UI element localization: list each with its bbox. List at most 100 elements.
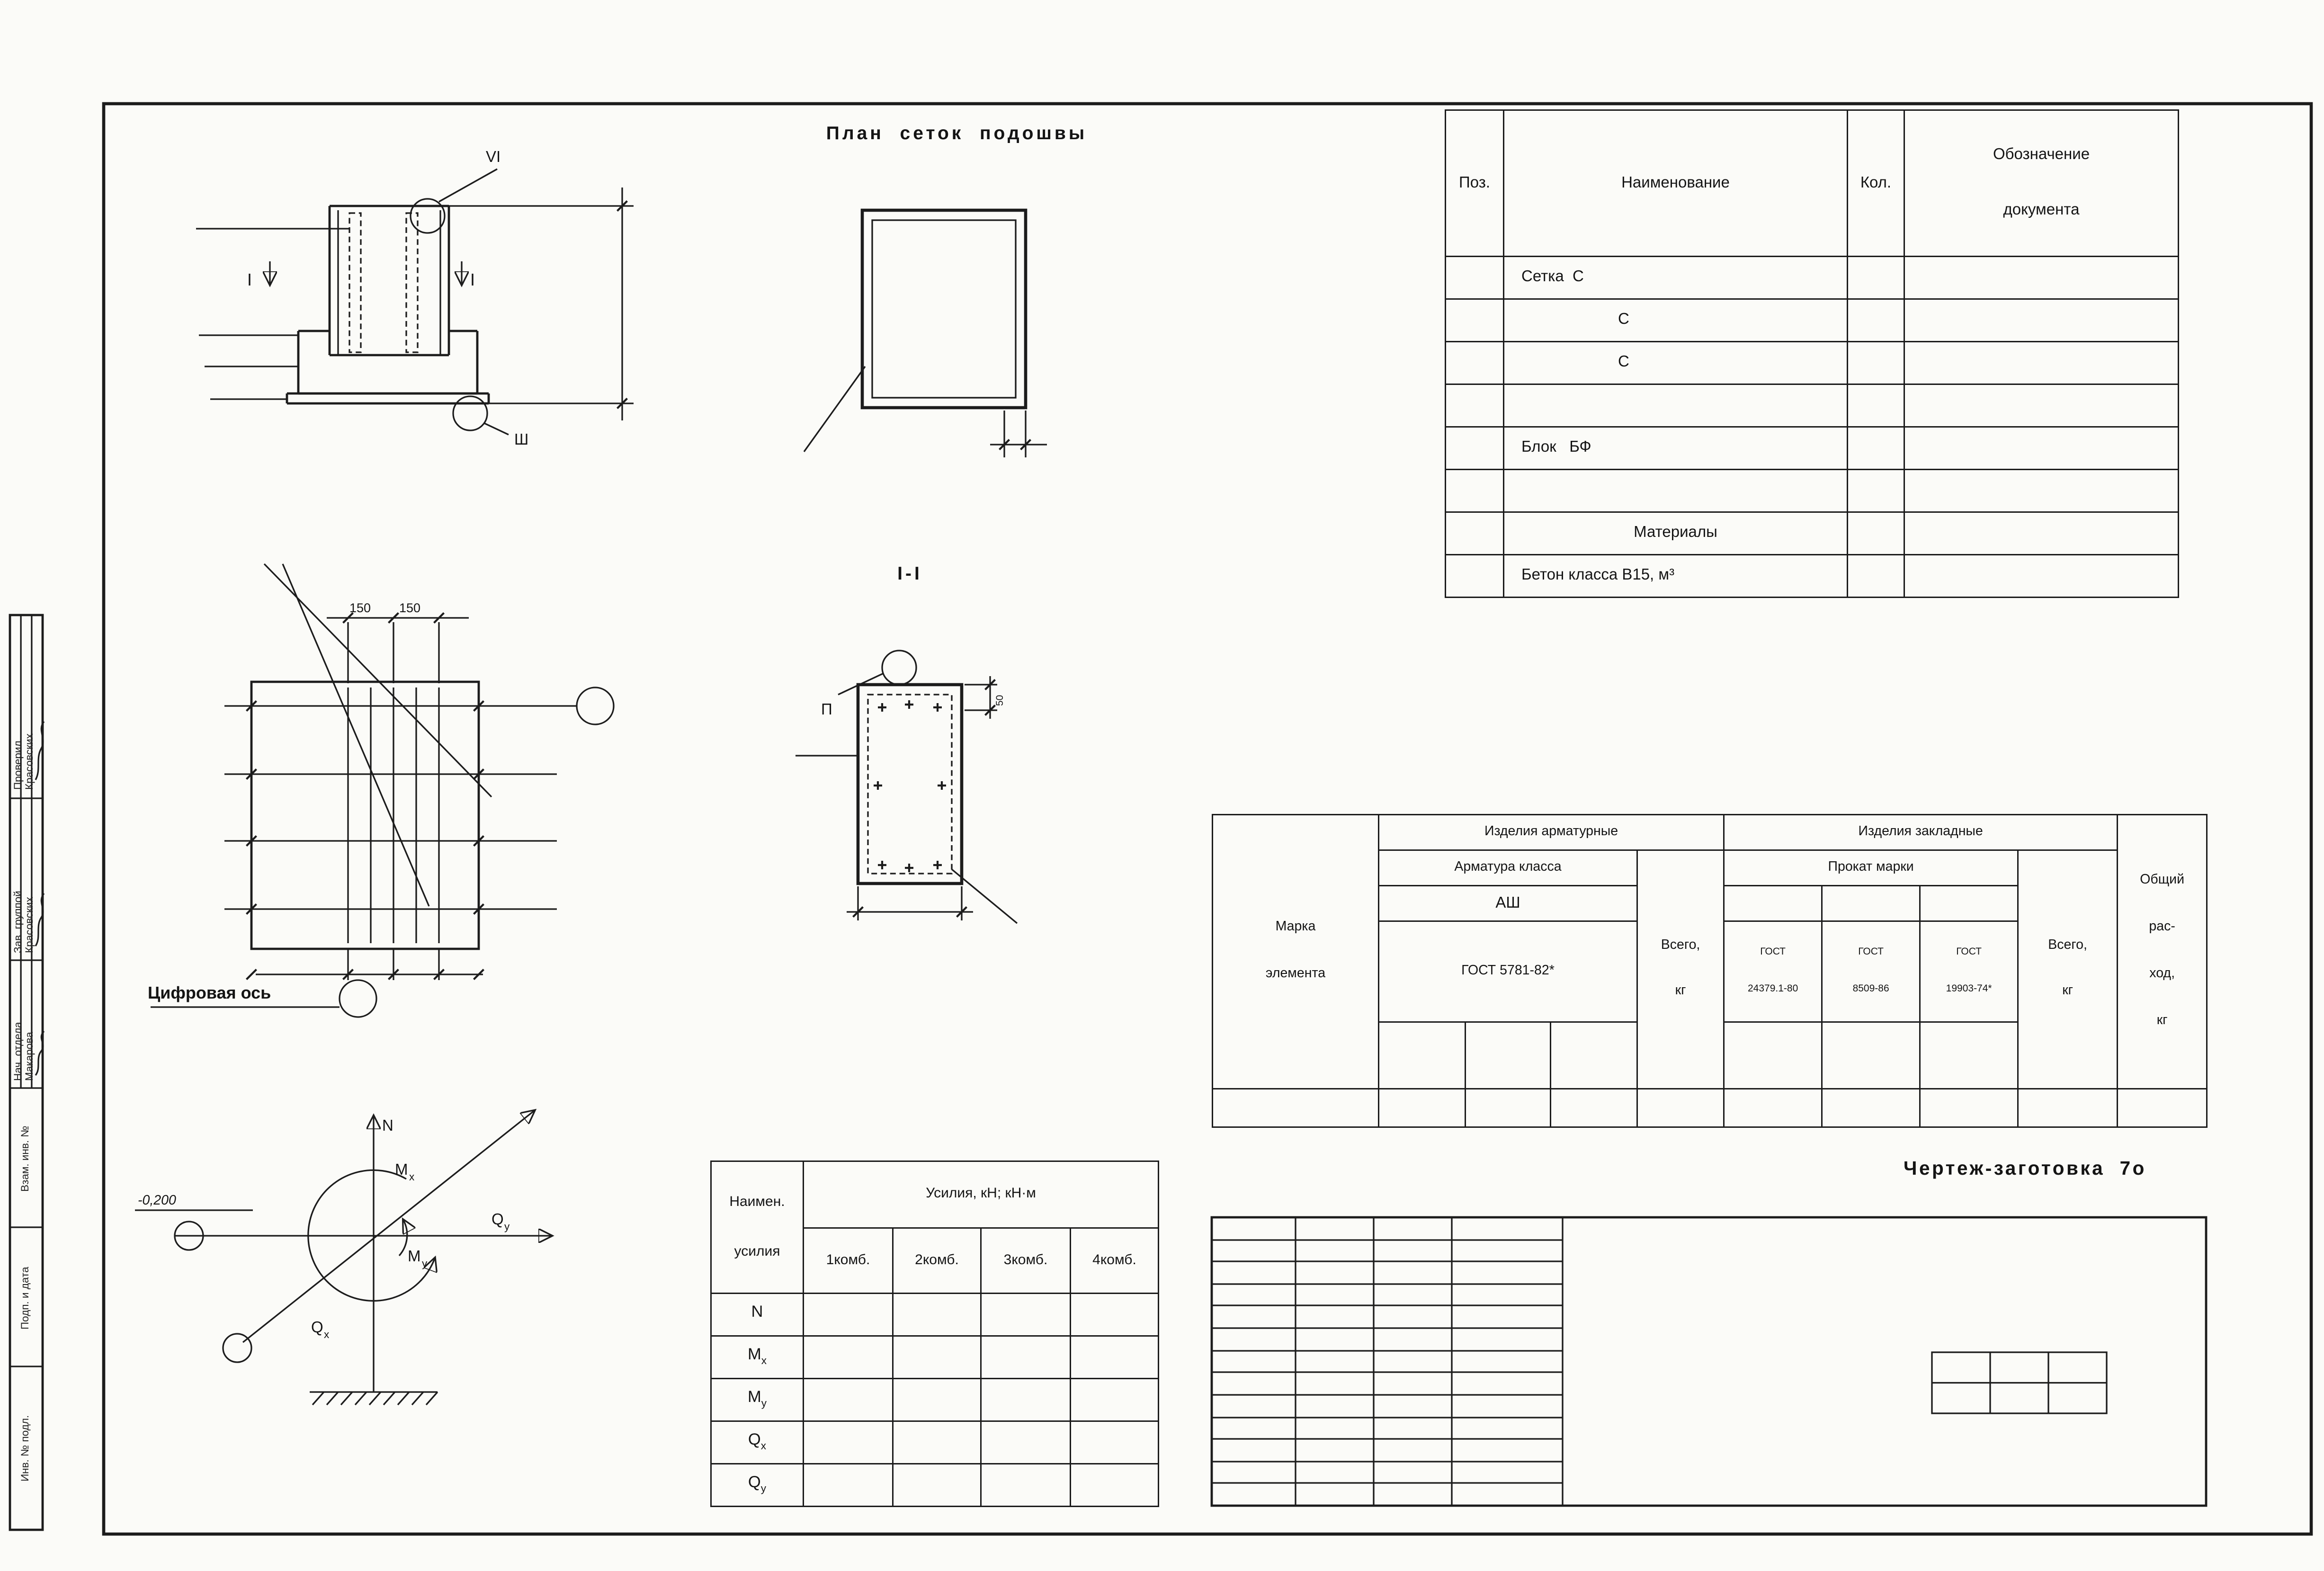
rebar-gost-2: ГОСТ 8509-86 — [1821, 920, 1921, 1023]
cell — [1723, 1088, 1823, 1128]
stamp-name-3: Макарова — [22, 1032, 35, 1081]
rebar-col-overall: Общий рас- ход, кг — [2117, 814, 2208, 1089]
force-label: Qх — [710, 1420, 804, 1464]
rebar-col-marka: Марка элемента — [1212, 814, 1379, 1089]
cell — [1445, 298, 1504, 343]
cell — [2117, 1088, 2208, 1128]
title-block-grid — [1210, 1216, 2208, 1507]
cell — [1465, 1088, 1551, 1128]
spec-item: С — [1503, 298, 1848, 343]
spec-row: Бетон класса В15, м³ — [1445, 554, 2179, 598]
forces-units-header: Усилия, кН; кН·м — [803, 1160, 1159, 1228]
forces-combo-1: 1комб. — [803, 1226, 894, 1294]
spec-row — [1445, 384, 2179, 428]
forces-table: Наимен. усилия Усилия, кН; кН·м 1комб. 2… — [710, 1160, 1159, 1507]
axis-n-label: N — [382, 1116, 393, 1134]
cell — [1445, 341, 1504, 385]
svg-text:у: у — [504, 1221, 510, 1232]
spec-row — [1445, 469, 2179, 513]
cell — [1847, 426, 1905, 471]
cell — [1070, 1335, 1159, 1379]
foundation-elevation-drawing: I I VI Ш — [196, 148, 634, 448]
spec-row: С — [1445, 298, 2179, 343]
cell — [1847, 511, 1905, 556]
cell — [1904, 511, 2179, 556]
spec-item: Сетка С — [1503, 256, 1848, 300]
section-mark-right: I — [470, 270, 475, 289]
cell — [1070, 1463, 1159, 1507]
force-label: Qу — [710, 1463, 804, 1507]
cell — [803, 1378, 894, 1422]
dim-150-a: 150 — [349, 601, 371, 615]
spec-col-pos: Поз. — [1445, 109, 1504, 258]
rebar-gost-row: ГОСТ 5781-82* ГОСТ 24379.1-80 ГОСТ 8509-… — [1213, 920, 2207, 1023]
cell — [892, 1420, 982, 1464]
rebar-total-2: Всего, кг — [2017, 849, 2118, 1089]
cell — [1919, 1021, 2019, 1089]
cell — [1550, 1088, 1638, 1128]
detail-callout-circle — [452, 395, 488, 431]
detail-callout-circle — [410, 198, 446, 234]
cell — [1904, 554, 2179, 598]
rebar-subcell-row — [1213, 1021, 2207, 1089]
cell — [892, 1378, 982, 1422]
cell — [1070, 1293, 1159, 1337]
forces-row-mx: Mх — [710, 1335, 1159, 1379]
rebar-header-row-1: Марка элемента Изделия арматурные Издели… — [1212, 814, 2208, 1089]
force-label: N — [710, 1293, 804, 1337]
cell — [980, 1378, 1071, 1422]
sketch-blank-title: Чертеж-заготовка 7о — [1904, 1158, 2146, 1179]
cell — [1821, 1088, 1921, 1128]
axis-callout-circle — [222, 1333, 252, 1363]
rebar-total-1: Всего, кг — [1636, 849, 1725, 1089]
sheet-frame — [102, 102, 2313, 1536]
rebar-class-value: АШ — [1378, 885, 1638, 922]
cell — [892, 1335, 982, 1379]
section-mark-left: I — [247, 270, 252, 289]
side-stamp-grid — [9, 614, 45, 1531]
stamp-box-podp: Подп. и дата — [18, 1267, 31, 1330]
signature-squiggle — [35, 893, 45, 946]
elevation-mark-circle — [174, 1221, 204, 1251]
cell — [1070, 1378, 1159, 1422]
rebar-class-row: АШ — [1213, 885, 2207, 922]
stamp-box-vzam: Взам. инв. № — [18, 1125, 31, 1192]
cell — [1847, 341, 1905, 385]
spec-col-doc: Обозначение документа — [1904, 109, 2179, 258]
spec-item: Блок БФ — [1503, 426, 1848, 471]
cell — [1821, 1021, 1921, 1089]
svg-text:у: у — [422, 1258, 428, 1269]
section-ii-drawing: П 50 — [796, 650, 1018, 924]
forces-row-qx: Qх — [710, 1420, 1159, 1464]
cell — [1821, 885, 1921, 922]
stamp-box-inv: Инв. № подл. — [18, 1415, 31, 1482]
signature-squiggle — [35, 721, 45, 780]
cell — [1904, 341, 2179, 385]
cell — [1847, 298, 1905, 343]
cell — [1723, 1021, 1823, 1089]
cell — [1212, 1088, 1379, 1128]
cell — [803, 1335, 894, 1379]
forces-row-qy: Qу — [710, 1463, 1159, 1507]
cell — [1445, 384, 1504, 428]
cell — [980, 1420, 1071, 1464]
forces-header-row-2: 1комб. 2комб. 3комб. 4комб. — [711, 1226, 1159, 1294]
svg-text:х: х — [324, 1329, 330, 1340]
moment-mx-label: M — [395, 1160, 408, 1178]
rebar-class-gost: ГОСТ 5781-82* — [1378, 920, 1638, 1023]
foundation-plan-drawing: 150 150 — [151, 563, 615, 1018]
spec-col-qty: Кол. — [1847, 109, 1905, 258]
force-label: Mх — [710, 1335, 804, 1379]
axis-callout-circle — [339, 979, 377, 1018]
cell — [1847, 554, 1905, 598]
force-label: Mу — [710, 1378, 804, 1422]
section-title: I-I — [897, 562, 922, 584]
cell — [1723, 885, 1823, 922]
cell — [1445, 426, 1504, 471]
cell — [803, 1420, 894, 1464]
cell — [1847, 384, 1905, 428]
rebar-group-reinforcement: Изделия арматурные — [1377, 814, 1725, 851]
rebar-gost-3: ГОСТ 19903-74* — [1919, 920, 2019, 1023]
callout-sh-label: Ш — [514, 430, 528, 448]
